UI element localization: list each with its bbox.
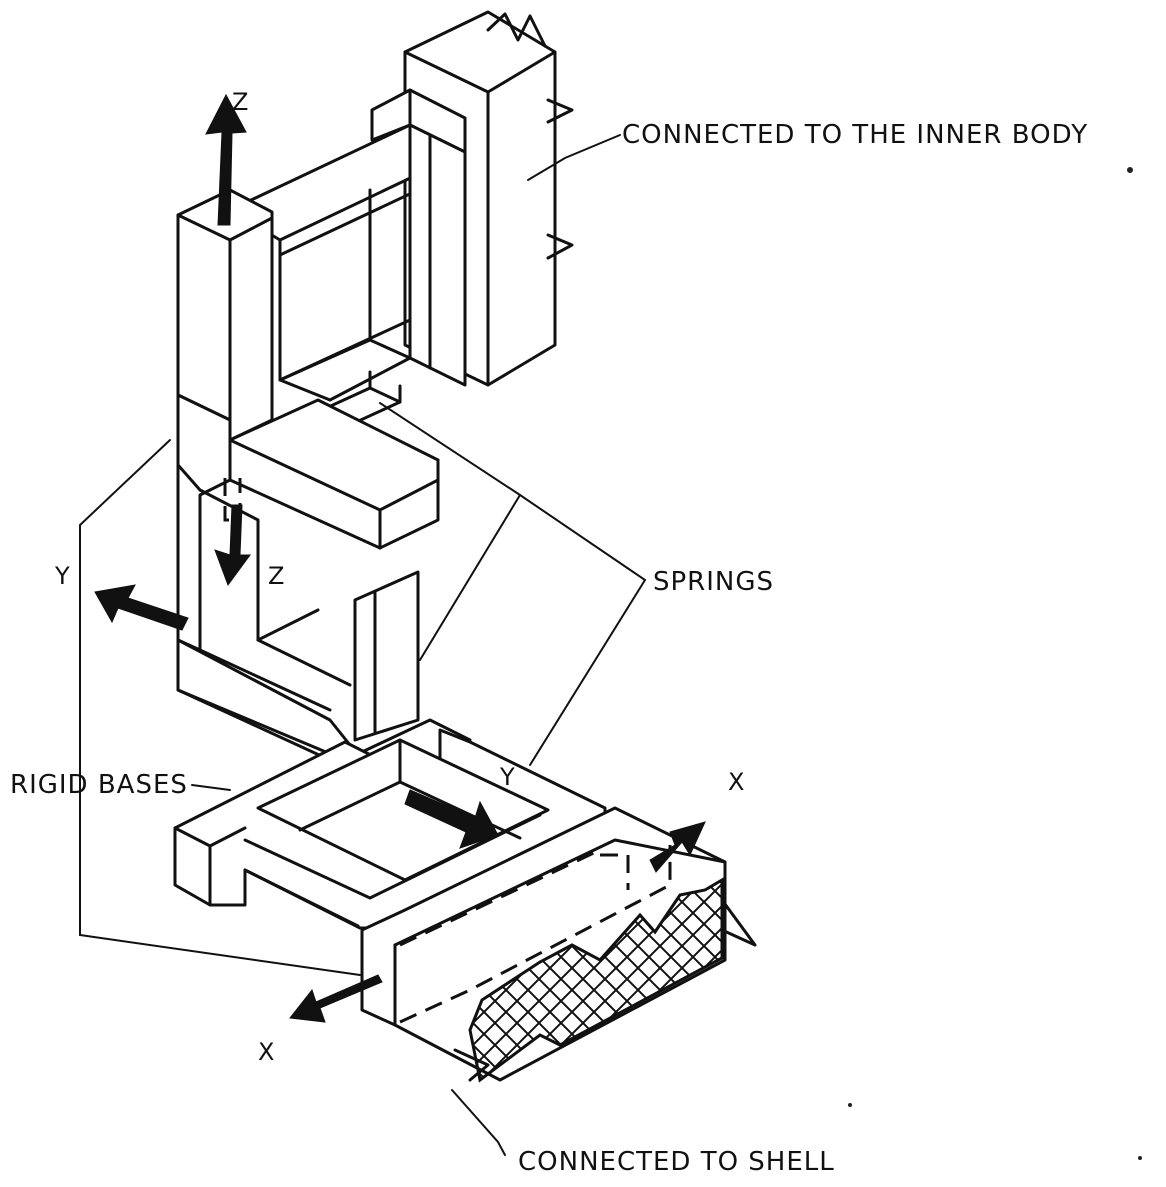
- z-down-arrow: [214, 504, 251, 587]
- axis-y-bottom: Y: [499, 763, 515, 791]
- springs-label: SPRINGS: [653, 567, 774, 597]
- x-right-arrow: [649, 821, 706, 873]
- axis-x-right: X: [728, 768, 744, 796]
- shell-label: CONNECTED TO SHELL: [518, 1147, 835, 1177]
- rigid-bases-label: RIGID BASES: [10, 770, 188, 800]
- x-left-arrow: [289, 974, 383, 1023]
- leader-lines: [79, 134, 646, 1156]
- axis-arrows: [94, 93, 706, 1023]
- shell-block: [360, 806, 757, 1083]
- axis-z-top: Z: [232, 88, 248, 116]
- y-right-arrow: [404, 789, 499, 849]
- z-up-arrow: [205, 93, 247, 226]
- inner-body-label: CONNECTED TO THE INNER BODY: [622, 120, 1088, 150]
- axis-y-left: Y: [54, 562, 70, 590]
- upper-frame: [176, 88, 467, 742]
- axis-x-left: X: [258, 1038, 274, 1066]
- axis-z-mid: Z: [268, 562, 284, 590]
- y-left-arrow: [94, 584, 189, 631]
